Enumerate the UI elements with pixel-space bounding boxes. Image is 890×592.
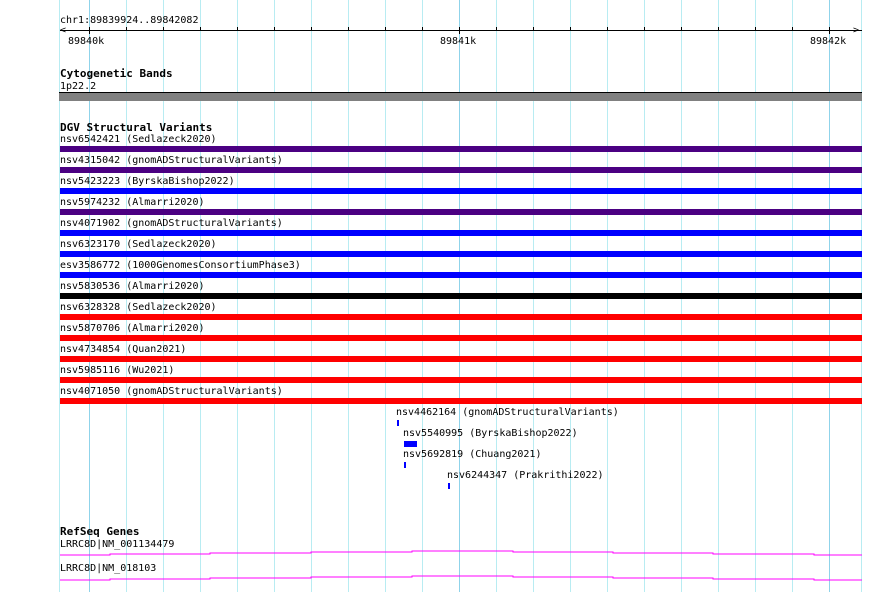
variant-feature[interactable] [60,293,862,299]
ruler-tick [459,27,460,34]
ruler-tick [792,27,793,31]
ruler-tick [163,27,164,31]
refseq-track-title: RefSeq Genes [60,525,140,538]
ruler-tick [385,27,386,31]
variant-label: nsv4071902 (gnomADStructuralVariants) [60,218,283,229]
cytoband-track-title: Cytogenetic Bands [60,67,173,80]
scroll-right-arrow-icon[interactable]: > [853,25,860,36]
gene-label: LRRC8D|NM_018103 [60,563,157,574]
ruler-tick [89,27,90,34]
variant-feature[interactable] [404,441,417,447]
variant-label: nsv5423223 (ByrskaBishop2022) [60,176,235,187]
cytoband-bar[interactable] [59,92,862,101]
variant-label: nsv4315042 (gnomADStructuralVariants) [60,155,283,166]
gene-model[interactable] [60,550,862,556]
gene-label: LRRC8D|NM_001134479 [60,539,175,550]
variant-feature[interactable] [60,356,862,362]
ruler-tick [274,27,275,31]
scroll-left-arrow-icon[interactable]: < [60,25,67,36]
variant-feature[interactable] [60,167,862,173]
variant-feature[interactable] [448,483,450,489]
variant-feature[interactable] [60,251,862,257]
location-label: chr1:89839924..89842082 [60,15,199,26]
variant-label: nsv4071050 (gnomADStructuralVariants) [60,386,283,397]
variant-label: nsv4734854 (Quan2021) [60,344,187,355]
ruler-tick [644,27,645,31]
tick-label: 89842k [810,36,847,47]
ruler-tick [348,27,349,31]
ruler-tick [200,27,201,31]
gene-model[interactable] [60,575,862,581]
tick-label: 89841k [440,36,477,47]
variant-feature[interactable] [60,314,862,320]
variant-label: nsv5540995 (ByrskaBishop2022) [403,428,578,439]
grid-line [59,0,60,592]
variant-feature[interactable] [404,462,406,468]
ruler-tick [237,27,238,31]
variant-label: esv3586772 (1000GenomesConsortiumPhase3) [60,260,301,271]
variant-feature[interactable] [60,188,862,194]
ruler-tick [681,27,682,31]
cytoband-label: 1p22.2 [60,81,97,92]
tick-label: 89840k [68,36,105,47]
ruler-tick [533,27,534,31]
ruler-tick [718,27,719,31]
variant-feature[interactable] [60,146,862,152]
variant-feature[interactable] [60,272,862,278]
variant-feature[interactable] [60,398,862,404]
variant-feature[interactable] [397,420,399,426]
variant-label: nsv6328328 (Sedlazeck2020) [60,302,217,313]
variant-feature[interactable] [60,377,862,383]
ruler-axis [60,30,862,31]
ruler-tick [496,27,497,31]
variant-feature[interactable] [60,335,862,341]
variant-label: nsv5985116 (Wu2021) [60,365,175,376]
ruler-tick [422,27,423,31]
ruler-tick [755,27,756,31]
variant-label: nsv5974232 (Almarri2020) [60,197,205,208]
ruler-tick [829,27,830,34]
variant-label: nsv5692819 (Chuang2021) [403,449,542,460]
variant-label: nsv5830536 (Almarri2020) [60,281,205,292]
ruler-tick [311,27,312,31]
ruler-tick [126,27,127,31]
variant-label: nsv5870706 (Almarri2020) [60,323,205,334]
dgv-track-title: DGV Structural Variants [60,121,213,134]
variant-label: nsv4462164 (gnomADStructuralVariants) [396,407,619,418]
ruler-tick [607,27,608,31]
variant-feature[interactable] [60,230,862,236]
variant-feature[interactable] [60,209,862,215]
variant-label: nsv6323170 (Sedlazeck2020) [60,239,217,250]
variant-label: nsv6244347 (Prakrithi2022) [447,470,604,481]
variant-label: nsv6542421 (Sedlazeck2020) [60,134,217,145]
ruler-tick [570,27,571,31]
